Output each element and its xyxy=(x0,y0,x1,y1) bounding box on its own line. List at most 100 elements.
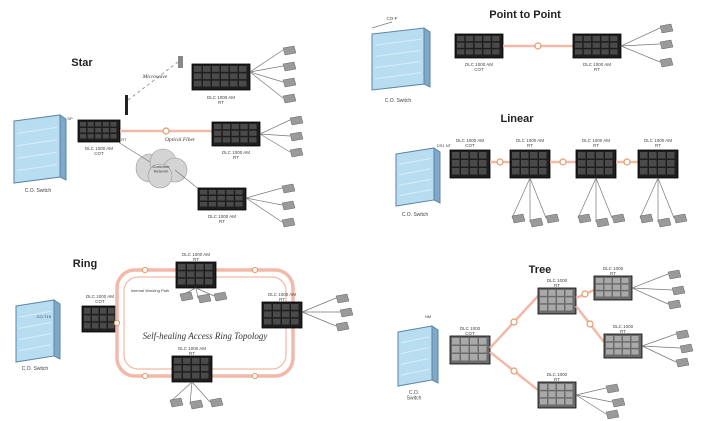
phone-icon xyxy=(667,299,682,310)
tree-leaf1-phone-line xyxy=(631,287,673,291)
node-tree-leaf-2 xyxy=(603,333,643,359)
star-rt3-line xyxy=(245,197,283,206)
ring-inner-label: Internal Working Path xyxy=(131,288,169,293)
phone-icon xyxy=(289,115,304,126)
ring-top-phone-line xyxy=(195,287,199,299)
microwave-antenna xyxy=(178,56,183,68)
phone-icon xyxy=(189,399,204,410)
phone-icon xyxy=(639,213,654,224)
tree-mid-down-phone-line xyxy=(575,387,607,396)
star-rt1-line xyxy=(249,71,284,83)
tree-mid-down-phone-line xyxy=(575,394,607,415)
fiber-marker xyxy=(141,372,149,380)
phone-icon xyxy=(529,217,544,228)
phone-icon xyxy=(659,57,674,68)
phone-icon xyxy=(671,285,686,296)
linear-phone-line-0 xyxy=(529,177,547,219)
phone-icon xyxy=(289,147,304,158)
co-switch-label-star: C.O. Switch xyxy=(25,188,52,194)
rt-equipment-star-1 xyxy=(191,63,251,91)
co-switch-label-linear: C.O. Switch xyxy=(402,212,429,218)
fiber-marker xyxy=(162,127,170,135)
phone-icon xyxy=(611,213,626,224)
star-small-label-sp: SP xyxy=(67,116,73,121)
node-tree-leaf-1 xyxy=(593,275,633,301)
phone-icon xyxy=(545,213,560,224)
fiber-marker xyxy=(141,266,149,274)
optical-fiber-label: Optical Fiber xyxy=(165,137,196,143)
node-linear-1 xyxy=(449,149,491,179)
phone-icon xyxy=(282,61,297,72)
linear-phone-line-0 xyxy=(511,177,531,219)
phone-icon xyxy=(281,217,296,228)
tree-leaf2-phone-line xyxy=(641,345,681,349)
small-label-ring: CO-T1S xyxy=(37,314,52,319)
phone-icon xyxy=(679,343,694,354)
ptp-line xyxy=(371,21,393,29)
ring-bottom-phone-line xyxy=(189,381,193,405)
cot-equipment-ring xyxy=(81,305,119,333)
star-rt1-line xyxy=(249,71,284,99)
node-tree-root xyxy=(449,335,491,365)
title-linear: Linear xyxy=(500,113,534,125)
phone-icon xyxy=(281,183,296,194)
co-switch-ring xyxy=(15,299,61,363)
co-switch-label-ptp: C.O. Switch xyxy=(385,98,412,104)
cot-equipment-star xyxy=(77,119,121,143)
co-label-ptp: CO-F xyxy=(387,16,398,21)
ring-right-phone-line xyxy=(301,311,337,327)
node-linear-4 xyxy=(637,149,679,179)
ring-bottom-phone-line xyxy=(169,381,193,403)
node-ring-bottom xyxy=(171,355,213,383)
linear-phone-line-1 xyxy=(577,177,597,219)
phone-icon xyxy=(289,131,304,142)
star-rt1-line xyxy=(249,49,284,73)
phone-icon xyxy=(169,397,184,408)
star-small-label-rt: RT xyxy=(121,137,127,142)
tree-leaf1-phone-line xyxy=(631,287,669,305)
star-rt1-line xyxy=(249,65,284,73)
rt-equipment-ptp xyxy=(572,33,622,59)
small-label-linear: DS1 NT xyxy=(437,143,452,148)
co-switch-label-tree: C.O.Switch xyxy=(407,390,422,402)
node-linear-3 xyxy=(575,149,617,179)
fiber-marker xyxy=(510,318,518,326)
fiber-marker xyxy=(510,367,518,375)
phone-icon xyxy=(511,213,526,224)
microwave-label: Microwave xyxy=(142,74,168,80)
star-rt2-line xyxy=(259,133,291,153)
node-tree-mid-down xyxy=(537,381,577,409)
node-tree-mid-up xyxy=(537,287,577,315)
phone-icon xyxy=(611,397,626,408)
co-switch-star xyxy=(13,114,67,184)
microwave-antenna xyxy=(125,95,128,115)
ptp-phone-line xyxy=(620,45,661,63)
phone-icon xyxy=(209,397,224,408)
phone-icon xyxy=(281,200,296,211)
phone-icon xyxy=(605,409,620,420)
tree-mid-down-phone-line xyxy=(575,394,613,403)
co-switch-linear xyxy=(395,147,441,207)
tree-leaf2-phone-line xyxy=(641,345,677,363)
co-switch-tree xyxy=(397,325,439,387)
fiber-marker xyxy=(623,158,631,166)
rt-equipment-star-2 xyxy=(211,121,261,147)
phone-icon xyxy=(675,357,690,368)
phone-icon xyxy=(673,213,688,224)
star-rt2-line xyxy=(259,133,291,137)
